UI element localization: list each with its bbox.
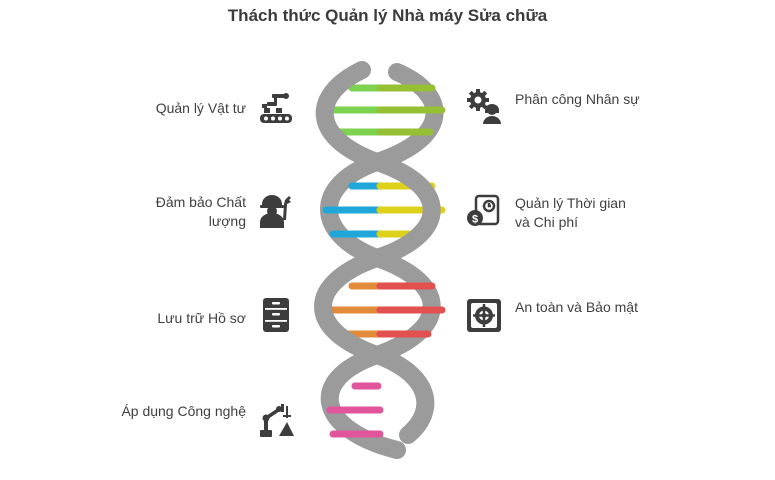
worker-wrench-icon [260,195,291,228]
page-title: Thách thức Quản lý Nhà máy Sửa chữa [227,6,548,25]
gears-worker-icon [467,89,501,124]
label-time-cost: Quản lý Thời gian và Chi phí [515,195,626,230]
label-technology: Áp dụng Công nghệ [121,403,246,419]
file-cabinet-icon [263,298,289,332]
label-materials: Quản lý Vật tư [155,100,246,116]
label-quality: Đảm bảo Chất lượng [155,194,246,229]
svg-text:$: $ [472,214,478,226]
conveyor-robot-arm-icon [260,93,292,123]
helix-front-strand [314,61,441,444]
label-staffing: Phân công Nhân sự [515,91,640,107]
clock-document-dollar-icon: $ [467,194,500,226]
label-safety: An toàn và Bảo mật [515,299,638,315]
robot-arm-icon [260,404,294,437]
safe-vault-icon [467,299,501,332]
label-records: Lưu trữ Hồ sơ [157,310,246,326]
